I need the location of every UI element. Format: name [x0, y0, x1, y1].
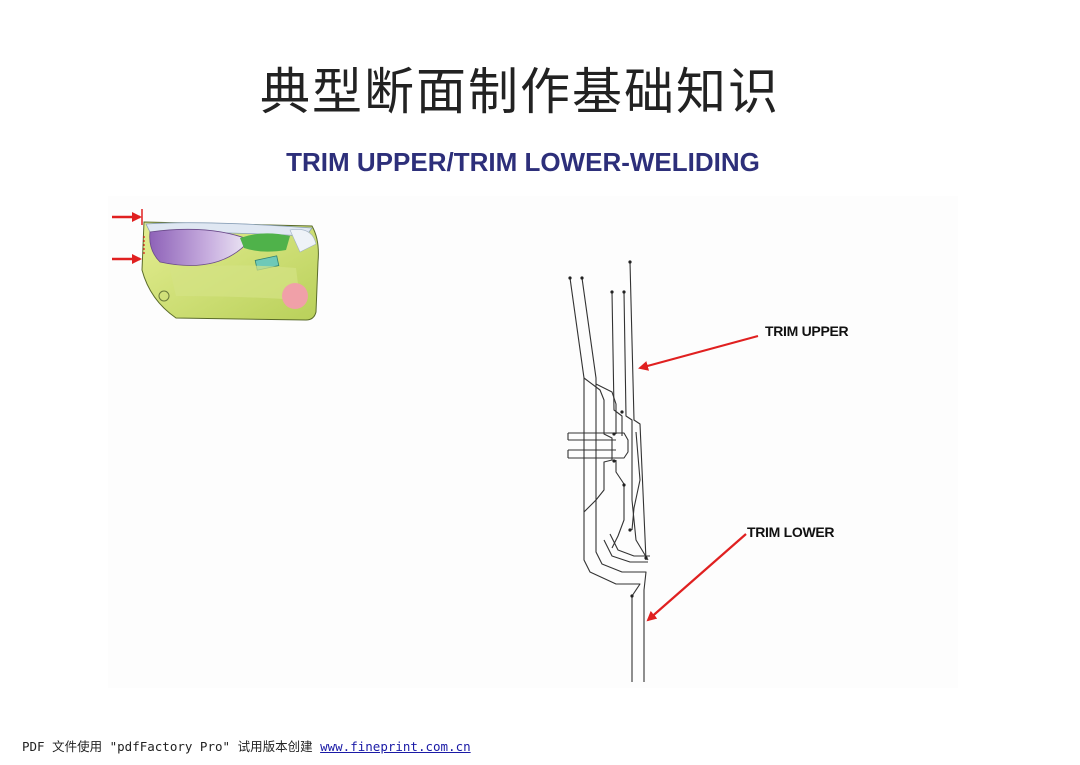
cross-section-drawing: [567, 261, 650, 682]
footer-watermark: PDF 文件使用 "pdfFactory Pro" 试用版本创建 www.fin…: [22, 736, 471, 755]
footer-link[interactable]: www.fineprint.com.cn: [320, 739, 471, 754]
footer-text: PDF 文件使用 "pdfFactory Pro" 试用版本创建: [22, 739, 313, 754]
trim-upper-arrow: [638, 334, 759, 371]
page-title: 典型断面制作基础知识: [260, 63, 780, 121]
section-vertex-dots: [568, 260, 648, 598]
trim-lower-arrow: [646, 533, 747, 622]
trim-lower-label: TRIM LOWER: [747, 524, 834, 540]
door-trim-thumbnail: [141, 221, 319, 321]
trim-upper-label: TRIM UPPER: [765, 323, 849, 339]
page-subtitle: TRIM UPPER/TRIM LOWER-WELIDING: [286, 147, 760, 177]
thumbnail-arrows: [112, 209, 143, 264]
